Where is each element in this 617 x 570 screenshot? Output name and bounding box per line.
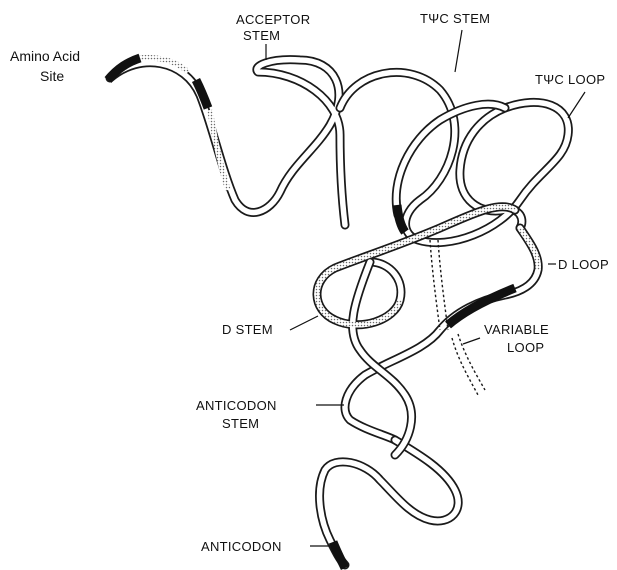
label-amino-acid-site-line2: Site: [40, 68, 64, 84]
label-variable-loop-line2: LOOP: [507, 340, 544, 355]
label-d-stem: D STEM: [222, 322, 273, 337]
label-anticodon: ANTICODON: [201, 539, 282, 554]
labels: Amino Acid Site ACCEPTOR STEM TΨC STEM T…: [10, 11, 609, 554]
label-acceptor-stem-line1: ACCEPTOR: [236, 12, 310, 27]
label-variable-loop-line1: VARIABLE: [484, 322, 549, 337]
label-anticodon-stem-line2: STEM: [222, 416, 259, 431]
label-acceptor-stem-line2: STEM: [243, 28, 280, 43]
label-tpc-loop: TΨC LOOP: [535, 72, 605, 87]
label-amino-acid-site-line1: Amino Acid: [10, 48, 80, 64]
label-tpc-stem: TΨC STEM: [420, 11, 490, 26]
label-d-loop: D LOOP: [558, 257, 609, 272]
backbone-tube: [110, 60, 568, 565]
label-anticodon-stem-line1: ANTICODON: [196, 398, 277, 413]
